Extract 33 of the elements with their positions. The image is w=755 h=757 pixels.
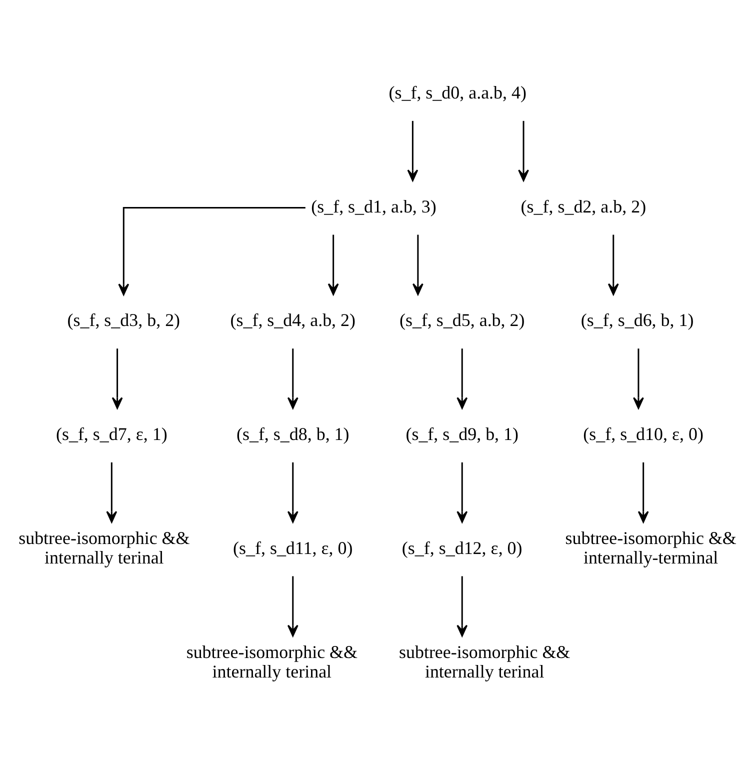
arrow [287,348,298,409]
node-text: (s_f, s_d9, b, 1) [406,424,519,444]
arrow [112,348,123,409]
node-text: subtree-isomorphic && internally-terminal [565,528,736,568]
arrow [633,348,644,409]
arrow [456,348,468,409]
node-text: subtree-isomorphic && internally terinal [398,642,570,682]
node-text: (s_f, s_d1, a.b, 3) [311,196,436,216]
node-text: (s_f, s_d6, b, 1) [580,310,694,330]
arrow [287,462,298,523]
arrow [608,234,619,296]
arrow [518,120,529,182]
node-text: (s_f, s_d11, ε, 0) [233,538,353,558]
arrow [456,462,468,523]
arrow [412,234,424,296]
node-text: subtree-isomorphic && internally terinal [186,642,358,682]
node-text: (s_f, s_d0, a.a.b, 4) [388,82,526,103]
node-text: subtree-isomorphic && internally terinal [18,528,190,568]
node-text: (s_f, s_d5, a.b, 2) [399,310,525,330]
node-text: (s_f, s_d7, ε, 1) [56,424,168,444]
arrow [407,120,418,182]
arrow [638,462,649,523]
node-text: (s_f, s_d8, b, 1) [236,424,350,444]
arrow [287,576,298,637]
node-text: (s_f, s_d12, ε, 0) [402,538,522,558]
node-text: (s_f, s_d10, ε, 0) [583,424,704,444]
arrow [118,207,306,296]
arrow [106,462,118,523]
node-text: (s_f, s_d4, a.b, 2) [230,310,356,330]
arrow [328,234,339,296]
node-text: (s_f, s_d3, b, 2) [67,310,180,330]
node-text: (s_f, s_d2, a.b, 2) [520,196,646,216]
arrow [456,576,468,637]
